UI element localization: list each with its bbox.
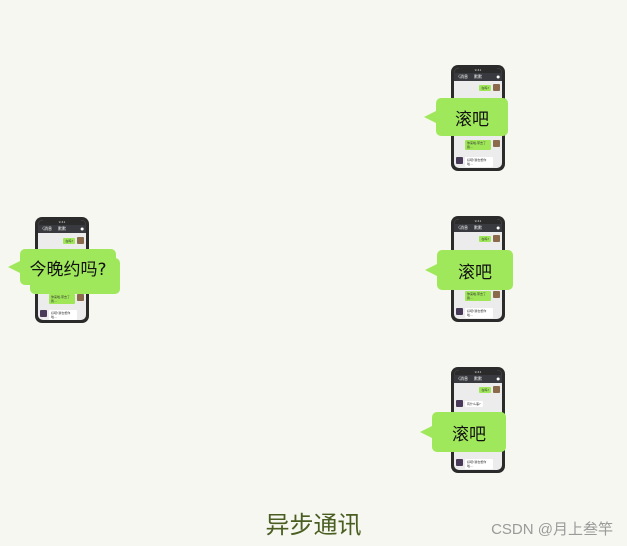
chat-message: 在吗?	[479, 85, 491, 91]
back-link: 〈消息	[456, 376, 468, 381]
chat-message: 你来啦,带去了我…	[465, 140, 491, 150]
status-bar: 9:41	[454, 219, 502, 224]
chat-navbar: 〈消息 默默 ●	[454, 224, 502, 232]
person-icon: ●	[496, 225, 501, 230]
contact-title: 默默	[474, 376, 482, 381]
bubble-text: 今晚约吗?	[29, 259, 107, 280]
chat-navbar: 〈消息 默默 ●	[454, 73, 502, 81]
chat-message: 在吗?	[63, 238, 75, 244]
bubble-text: 滚吧	[458, 262, 492, 283]
chat-navbar: 〈消息 默默 ●	[454, 375, 502, 383]
chat-message: 你来啦,带去了我…	[49, 294, 75, 304]
speech-bubble-right-middle: 滚吧	[425, 250, 513, 290]
avatar	[493, 386, 500, 393]
avatar	[456, 308, 463, 315]
watermark: CSDN @月上叁竿	[491, 521, 613, 538]
chat-message: 好吧!我也想你啦…	[465, 157, 493, 167]
chat-navbar: 〈消息 默默 ●	[38, 225, 86, 233]
avatar	[493, 84, 500, 91]
status-bar: 9:41	[38, 220, 86, 225]
speech-bubble-right-top: 滚吧	[424, 98, 508, 136]
status-bar: 9:41	[454, 68, 502, 73]
back-link: 〈消息	[40, 226, 52, 231]
contact-title: 默默	[474, 225, 482, 230]
avatar	[493, 140, 500, 147]
speech-bubble-left: 今晚约吗?	[8, 249, 116, 285]
chat-message: 好吧!我也想你啦…	[465, 308, 493, 318]
person-icon: ●	[80, 226, 85, 231]
chat-message: 在吗?	[479, 236, 491, 242]
person-icon: ●	[496, 376, 501, 381]
avatar	[493, 235, 500, 242]
contact-title: 默默	[474, 74, 482, 79]
avatar	[77, 294, 84, 301]
speech-bubble-right-bottom: 滚吧	[420, 412, 506, 452]
avatar	[493, 291, 500, 298]
bubble-text: 滚吧	[452, 424, 486, 445]
diagram-caption: 异步通讯	[265, 511, 362, 539]
avatar	[77, 237, 84, 244]
chat-message: 好吧!我也想你啦…	[49, 310, 77, 320]
avatar	[40, 310, 47, 317]
avatar	[456, 157, 463, 164]
contact-title: 默默	[58, 226, 66, 231]
status-bar: 9:41	[454, 370, 502, 375]
chat-message: 在吗?	[479, 387, 491, 393]
chat-message: 你来啦,带去了我…	[465, 291, 491, 301]
chat-message: 有什么事?	[465, 401, 483, 407]
avatar	[456, 459, 463, 466]
chat-message: 好吧!我也想你啦…	[465, 459, 493, 469]
back-link: 〈消息	[456, 225, 468, 230]
bubble-text: 滚吧	[455, 109, 489, 130]
person-icon: ●	[496, 74, 501, 79]
back-link: 〈消息	[456, 74, 468, 79]
avatar	[456, 400, 463, 407]
